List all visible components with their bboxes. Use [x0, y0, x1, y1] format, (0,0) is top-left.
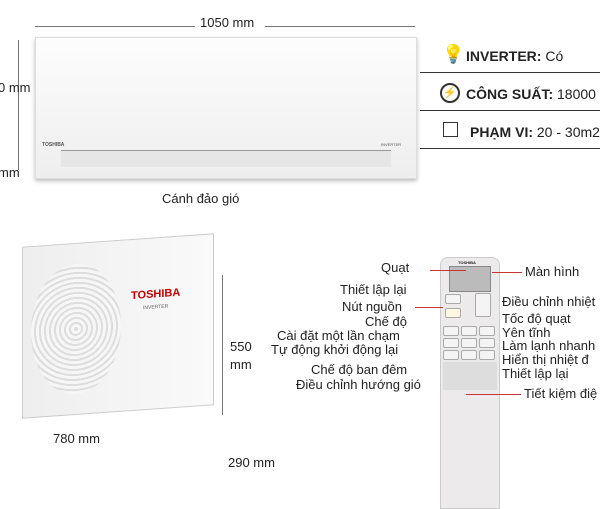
- label-reset-2: Thiết lập lại: [502, 366, 569, 381]
- fix-button[interactable]: [461, 338, 477, 348]
- remote-brand: TOSHIBA: [458, 260, 476, 265]
- mode-button[interactable]: [443, 326, 459, 336]
- temp-button[interactable]: [475, 293, 491, 317]
- remote-control: TOSHIBA: [440, 257, 500, 509]
- spec-power: CÔNG SUẤT: 18000: [466, 86, 600, 102]
- onetouch-button[interactable]: [443, 338, 459, 348]
- power-button[interactable]: [445, 308, 461, 318]
- leader-line: [415, 307, 443, 308]
- indoor-height-label: 0 mm: [0, 80, 31, 95]
- label-eco: Tiết kiệm điệ: [524, 386, 598, 401]
- outdoor-width-label: 780 mm: [53, 431, 100, 446]
- leader-line: [466, 394, 521, 395]
- outdoor-height-label: 550: [230, 339, 252, 354]
- indoor-depth-label: mm: [0, 165, 20, 180]
- bulb-icon: 💡: [442, 44, 465, 64]
- outdoor-depth-label: 290 mm: [228, 455, 275, 470]
- outdoor-height-dimension-line: [222, 275, 223, 415]
- label-mode: Chế độ: [365, 314, 407, 329]
- outdoor-height-unit: mm: [230, 357, 252, 372]
- indoor-inverter-badge: INVERTER: [381, 142, 402, 147]
- label-reset: Thiết lập lại: [340, 282, 407, 297]
- timer-panel: [443, 362, 497, 390]
- label-quiet: Yên tĩnh: [502, 325, 551, 340]
- spec-range: PHẠM VI: 20 - 30m2: [470, 124, 600, 140]
- leader-line: [492, 272, 522, 273]
- spec-key: CÔNG SUẤT:: [466, 86, 554, 102]
- label-display: Màn hình: [525, 264, 580, 279]
- hipower-button[interactable]: [479, 350, 495, 360]
- power-icon: ⚡: [440, 83, 460, 103]
- outdoor-inverter-badge: INVERTER: [143, 303, 169, 312]
- label-auto-restart: Tự động khởi động lại: [271, 342, 399, 357]
- eco-button[interactable]: [461, 350, 477, 360]
- label-temp-adjust: Điều chỉnh nhiệt: [502, 294, 596, 309]
- indoor-width-label: 1050 mm: [200, 15, 255, 30]
- label-swing: Điều chỉnh hướng gió: [296, 377, 421, 392]
- indoor-width-dimension-line: [35, 26, 195, 27]
- quiet-button[interactable]: [479, 338, 495, 348]
- louver-label: Cánh đảo gió: [162, 191, 240, 206]
- pure-button[interactable]: [443, 350, 459, 360]
- spec-key: PHẠM VI:: [470, 124, 533, 140]
- spec-value: 20 - 30m2: [533, 124, 600, 140]
- divider: [420, 72, 600, 73]
- indoor-louver: [61, 150, 391, 167]
- indoor-width-dimension-line: [265, 26, 415, 27]
- spec-value: Có: [541, 48, 564, 64]
- outdoor-fan-grille: [31, 260, 121, 398]
- divider: [420, 110, 600, 111]
- spec-key: INVERTER:: [466, 48, 542, 64]
- label-night-mode: Chế độ ban đêm: [311, 362, 408, 377]
- spec-inverter: INVERTER: Có: [466, 48, 600, 64]
- divider: [420, 148, 600, 149]
- outdoor-brand-logo: TOSHIBA: [131, 286, 181, 303]
- indoor-brand-logo: TOSHIBA: [42, 142, 65, 148]
- label-fan: Quạt: [381, 260, 410, 275]
- spec-value: 18000: [553, 86, 596, 102]
- label-one-touch: Cài đặt một lần chạm: [277, 328, 400, 343]
- label-fan-speed: Tốc độ quạt: [502, 311, 571, 326]
- outdoor-unit-image: TOSHIBA INVERTER: [22, 233, 214, 419]
- swing-button[interactable]: [461, 326, 477, 336]
- cube-icon: [443, 122, 458, 137]
- preset-button[interactable]: [445, 294, 461, 304]
- leader-line: [430, 270, 466, 271]
- label-temp-display: Hiển thị nhiệt đ: [502, 352, 589, 367]
- label-hi-power: Làm lạnh nhanh: [502, 338, 596, 353]
- indoor-height-dimension-line: [18, 40, 19, 170]
- fan-button[interactable]: [479, 326, 495, 336]
- indoor-unit-image: TOSHIBA INVERTER: [35, 37, 417, 179]
- label-power-button: Nút nguồn: [342, 299, 402, 314]
